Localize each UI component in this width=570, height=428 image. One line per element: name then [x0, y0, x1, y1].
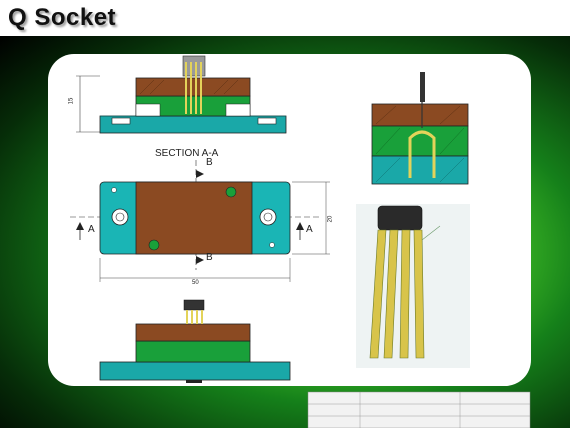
- width-dimension: 50: [192, 280, 199, 286]
- marker-a-right: A: [306, 224, 313, 235]
- section-view: [76, 55, 287, 134]
- title-block: [307, 391, 531, 428]
- section-label: SECTION A-A: [155, 148, 219, 159]
- marker-b-bottom: B: [206, 252, 213, 263]
- top-view: [70, 160, 330, 282]
- title-bar: Q Socket: [0, 0, 570, 36]
- side-section-view: [371, 72, 469, 185]
- height-dimension: 15: [68, 97, 75, 105]
- depth-dimension: 20: [327, 215, 334, 223]
- front-view: [99, 299, 291, 383]
- pin-render: [356, 204, 470, 368]
- slide-title: Q Socket: [8, 4, 117, 31]
- marker-a-left: A: [88, 224, 95, 235]
- marker-b-top: B: [206, 157, 213, 168]
